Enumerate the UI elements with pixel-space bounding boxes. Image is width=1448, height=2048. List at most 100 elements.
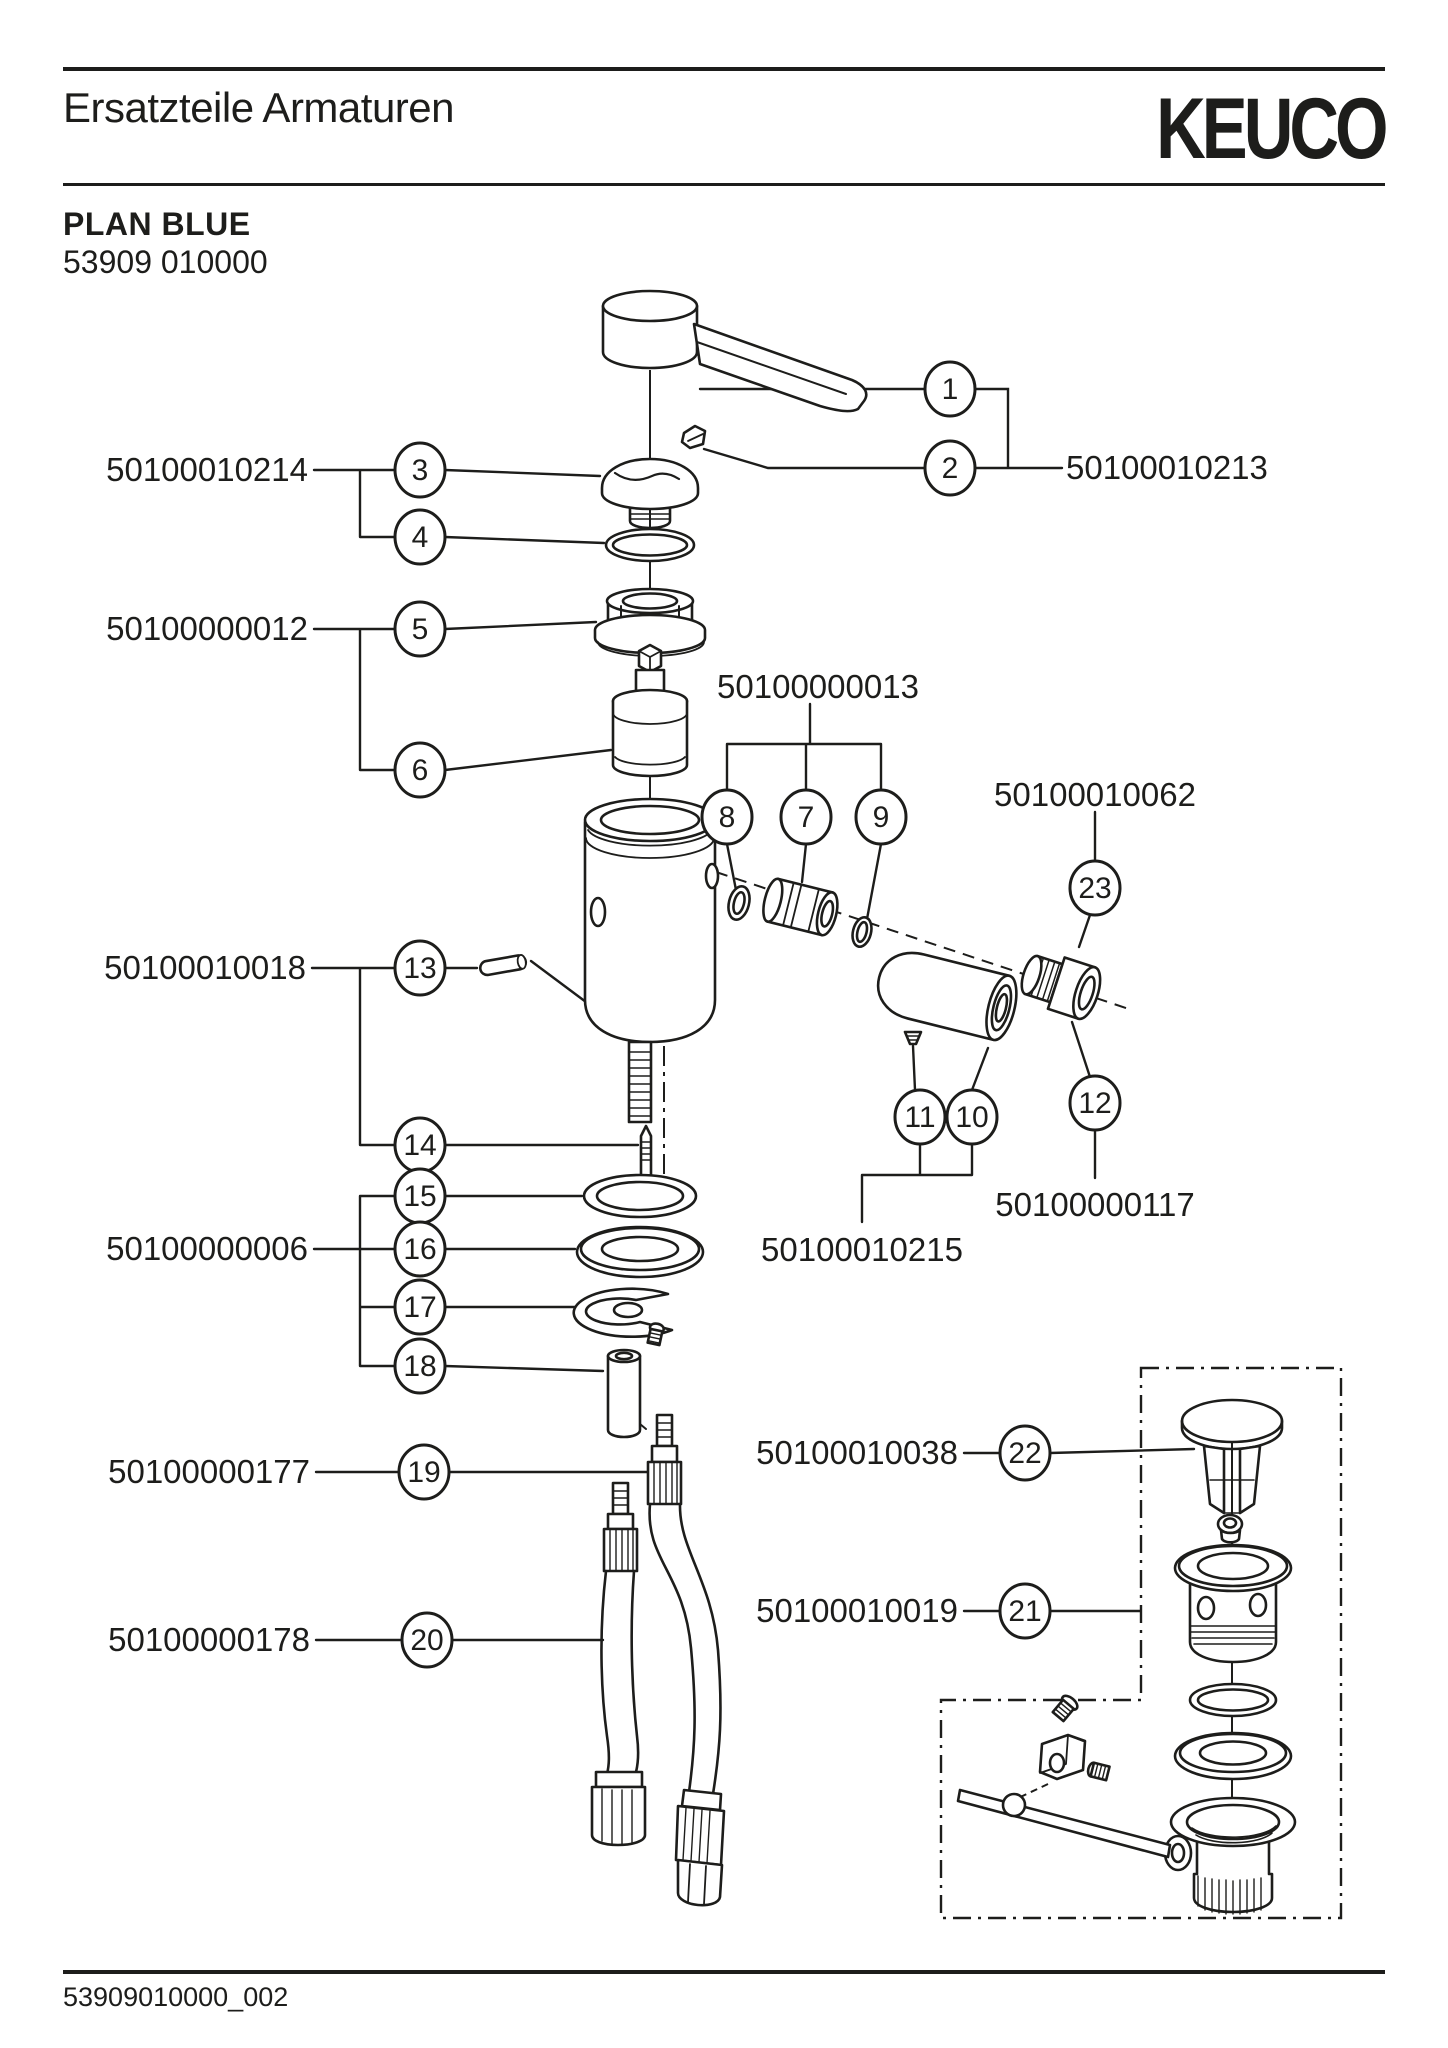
callout-number-1: 1 — [942, 373, 959, 406]
callout-11: 11 — [893, 1088, 947, 1146]
callout-number-3: 3 — [412, 454, 429, 487]
washer-part-16 — [575, 1225, 705, 1279]
callout-6: 6 — [393, 741, 447, 799]
o-ring-part-8 — [727, 885, 751, 921]
cap-part — [600, 457, 700, 530]
callout-number-22: 22 — [1008, 1437, 1041, 1470]
top-rule — [63, 67, 1385, 71]
callout-4: 4 — [393, 508, 447, 566]
product-article-number: 53909 010000 — [63, 244, 268, 280]
set-screw-part — [903, 1030, 923, 1046]
part-number-50100000006: 50100000006 — [106, 1230, 308, 1267]
part-number-50100010062: 50100010062 — [994, 776, 1196, 813]
page-title: Ersatzteile Armaturen — [63, 84, 455, 131]
callout-2: 2 — [923, 439, 977, 497]
callout-9: 9 — [854, 788, 908, 846]
part-number-labels: 50100010214 50100010213 50100000012 5010000… — [104, 449, 1268, 1658]
callout-18: 18 — [393, 1337, 447, 1395]
callout-1: 1 — [923, 360, 977, 418]
drain-plug-part — [1180, 1398, 1284, 1544]
header-rule — [63, 183, 1385, 186]
handle-screw-part — [680, 424, 707, 450]
small-screw-part — [646, 1322, 666, 1347]
callout-12: 12 — [1068, 1074, 1122, 1132]
callout-3: 3 — [393, 441, 447, 499]
drain-lever-part — [956, 1788, 1193, 1872]
callout-number-7: 7 — [798, 801, 815, 834]
handle-part — [601, 289, 868, 413]
callout-number-17: 17 — [403, 1291, 436, 1324]
callout-number-20: 20 — [410, 1624, 443, 1657]
part-number-50100000013: 50100000013 — [717, 668, 919, 705]
callout-21: 21 — [998, 1582, 1052, 1640]
washer-part-15 — [582, 1173, 698, 1219]
callout-number-12: 12 — [1078, 1087, 1111, 1120]
callout-number-16: 16 — [403, 1233, 436, 1266]
pin-part — [478, 954, 528, 977]
callout-8: 8 — [700, 788, 754, 846]
o-ring-part-4 — [604, 527, 696, 563]
callout-23: 23 — [1068, 859, 1122, 917]
cartridge-part — [611, 643, 689, 778]
callout-number-5: 5 — [412, 613, 429, 646]
callout-number-13: 13 — [403, 952, 436, 985]
callout-22: 22 — [998, 1424, 1052, 1482]
part-number-50100000012: 50100000012 — [106, 610, 308, 647]
callout-16: 16 — [393, 1220, 447, 1278]
leader-lines — [310, 387, 1196, 1642]
callout-14: 14 — [393, 1116, 447, 1174]
callout-20: 20 — [400, 1611, 454, 1669]
callout-number-18: 18 — [403, 1350, 436, 1383]
footer-rule — [63, 1970, 1385, 1974]
callout-number-14: 14 — [403, 1129, 436, 1162]
parts-art — [478, 289, 1297, 1915]
part-number-50100000178: 50100000178 — [108, 1621, 310, 1658]
callout-15: 15 — [393, 1167, 447, 1225]
part-number-50100010038: 50100010038 — [756, 1434, 958, 1471]
drain-gasket-part — [1173, 1731, 1293, 1781]
callout-10: 10 — [945, 1088, 999, 1146]
drain-flange-part — [1173, 1543, 1293, 1664]
callout-5: 5 — [393, 600, 447, 658]
callout-number-9: 9 — [873, 801, 890, 834]
callout-19: 19 — [397, 1443, 451, 1501]
callout-number-19: 19 — [407, 1456, 440, 1489]
part-number-50100000177: 50100000177 — [108, 1453, 310, 1490]
drain-trap-part — [1169, 1796, 1297, 1915]
callout-number-6: 6 — [412, 754, 429, 787]
drain-o-ring-part — [1188, 1682, 1278, 1718]
callout-7: 7 — [779, 788, 833, 846]
part-number-50100010215: 50100010215 — [761, 1231, 963, 1268]
part-number-50100000117: 50100000117 — [995, 1186, 1194, 1223]
supply-hose-part-19 — [646, 1413, 726, 1907]
callout-number-23: 23 — [1078, 872, 1111, 905]
callout-number-2: 2 — [942, 452, 959, 485]
callout-number-4: 4 — [412, 521, 429, 554]
callout-13: 13 — [393, 939, 447, 997]
part-number-50100010214: 50100010214 — [106, 451, 308, 488]
spout-part — [876, 951, 1018, 1042]
callout-17: 17 — [393, 1278, 447, 1336]
part-number-50100010019: 50100010019 — [756, 1592, 958, 1629]
document-code: 53909010000_002 — [63, 1982, 289, 2012]
callout-number-21: 21 — [1008, 1595, 1041, 1628]
callout-number-8: 8 — [719, 801, 736, 834]
brand-logo: KEUCO — [1156, 81, 1389, 177]
drain-assembly-boundary — [939, 1366, 1343, 1920]
callout-number-15: 15 — [403, 1180, 436, 1213]
mounting-nut-part — [593, 587, 707, 657]
connector-nut-part — [606, 1348, 647, 1439]
part-number-50100010213: 50100010213 — [1066, 449, 1268, 486]
faucet-body-part — [583, 797, 720, 1124]
callout-number-11: 11 — [904, 1101, 935, 1134]
product-series-name: PLAN BLUE — [63, 206, 251, 242]
supply-hose-part-20 — [590, 1481, 647, 1847]
lever-clamp-part — [1038, 1694, 1111, 1782]
callout-number-10: 10 — [955, 1101, 988, 1134]
part-number-50100010018: 50100010018 — [104, 949, 306, 986]
aerator-part — [1020, 954, 1102, 1021]
o-ring-part-9 — [851, 915, 873, 949]
